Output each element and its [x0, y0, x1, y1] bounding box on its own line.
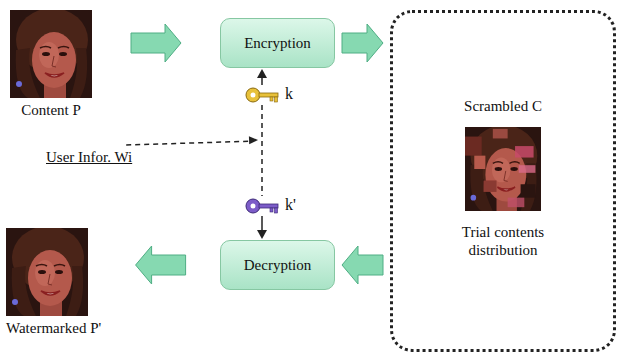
illustration-part [465, 137, 482, 156]
block-arrow [342, 246, 383, 284]
illustration-part [40, 47, 51, 49]
node-text: Content P [21, 101, 81, 119]
scrambled-illustration [465, 115, 541, 223]
illustration-part [42, 52, 50, 56]
node-text: Trial contents distribution [437, 223, 569, 259]
illustration-part [55, 270, 63, 274]
illustration-part [275, 208, 278, 213]
key-node: k [245, 86, 279, 104]
illustration-part [12, 299, 18, 305]
photo-illustration [10, 10, 92, 98]
block-arrow [342, 24, 383, 62]
illustration-part [38, 270, 46, 274]
illustration-part [509, 162, 519, 163]
illustration-part [484, 180, 497, 191]
illustration-part [41, 291, 60, 295]
connector [342, 246, 383, 284]
illustration-part [45, 73, 64, 77]
connector [257, 216, 267, 239]
distribution-region: Scrambled C Trial contents distribution [390, 10, 616, 352]
illustration-part [270, 208, 273, 212]
node-text: k [285, 85, 293, 103]
illustration-part [497, 187, 515, 191]
illustration-part [59, 52, 67, 56]
block-arrow [131, 24, 181, 62]
illustration-part [519, 165, 536, 173]
node-text: Encryption [244, 34, 311, 52]
illustration-part [521, 184, 536, 197]
illustration-part [474, 156, 485, 169]
arrowhead [257, 69, 267, 78]
content-image: Content P [10, 10, 92, 119]
scrambled-photo [465, 127, 541, 211]
leader [126, 136, 258, 145]
side-label: User Infor. Wi [46, 148, 132, 166]
key-icon [245, 197, 279, 215]
illustration-part [492, 158, 511, 183]
illustration-part [54, 265, 65, 267]
illustration-part [270, 97, 273, 101]
connector-line [261, 105, 263, 196]
node-text: Decryption [244, 256, 311, 274]
illustration-part [52, 56, 56, 67]
illustration-part [493, 162, 503, 163]
block-arrow [136, 246, 186, 284]
photo-illustration [6, 228, 88, 316]
process-box: Decryption [220, 240, 335, 290]
connector [136, 246, 186, 284]
illustration-part [515, 146, 534, 157]
process-box: Encryption [220, 18, 335, 68]
illustration-part [28, 250, 72, 306]
connector [131, 24, 181, 62]
illustration-part [259, 204, 278, 208]
arrowhead [249, 136, 258, 144]
connector [262, 105, 263, 196]
illustration-part [275, 97, 278, 102]
node-text: Scrambled C [464, 97, 542, 115]
node-text: Watermarked P' [6, 319, 101, 337]
connector-line [261, 216, 263, 232]
connector [257, 69, 267, 85]
leader-line [126, 141, 251, 145]
illustration-part [48, 274, 52, 285]
connector [342, 24, 383, 62]
illustration-part [471, 195, 477, 201]
illustration-part [510, 167, 517, 171]
illustration-part [32, 32, 76, 88]
illustration-part [36, 265, 47, 267]
illustration-part [493, 129, 508, 139]
illustration-part [495, 167, 502, 171]
illustration-part [259, 93, 278, 97]
illustration-part [251, 204, 256, 209]
key-icon [245, 86, 279, 104]
illustration-part [39, 42, 59, 68]
illustration-part [246, 199, 260, 213]
illustration-part [508, 198, 525, 208]
illustration-part [251, 93, 256, 98]
illustration-part [246, 88, 260, 102]
key-node: k' [245, 197, 279, 215]
node-text: k' [285, 196, 296, 214]
illustration-part [504, 171, 508, 182]
arrowhead [257, 230, 267, 239]
illustration-part [35, 260, 55, 286]
watermarked-image: Watermarked P' [6, 228, 101, 337]
illustration-part [58, 47, 69, 49]
illustration-part [16, 81, 22, 87]
